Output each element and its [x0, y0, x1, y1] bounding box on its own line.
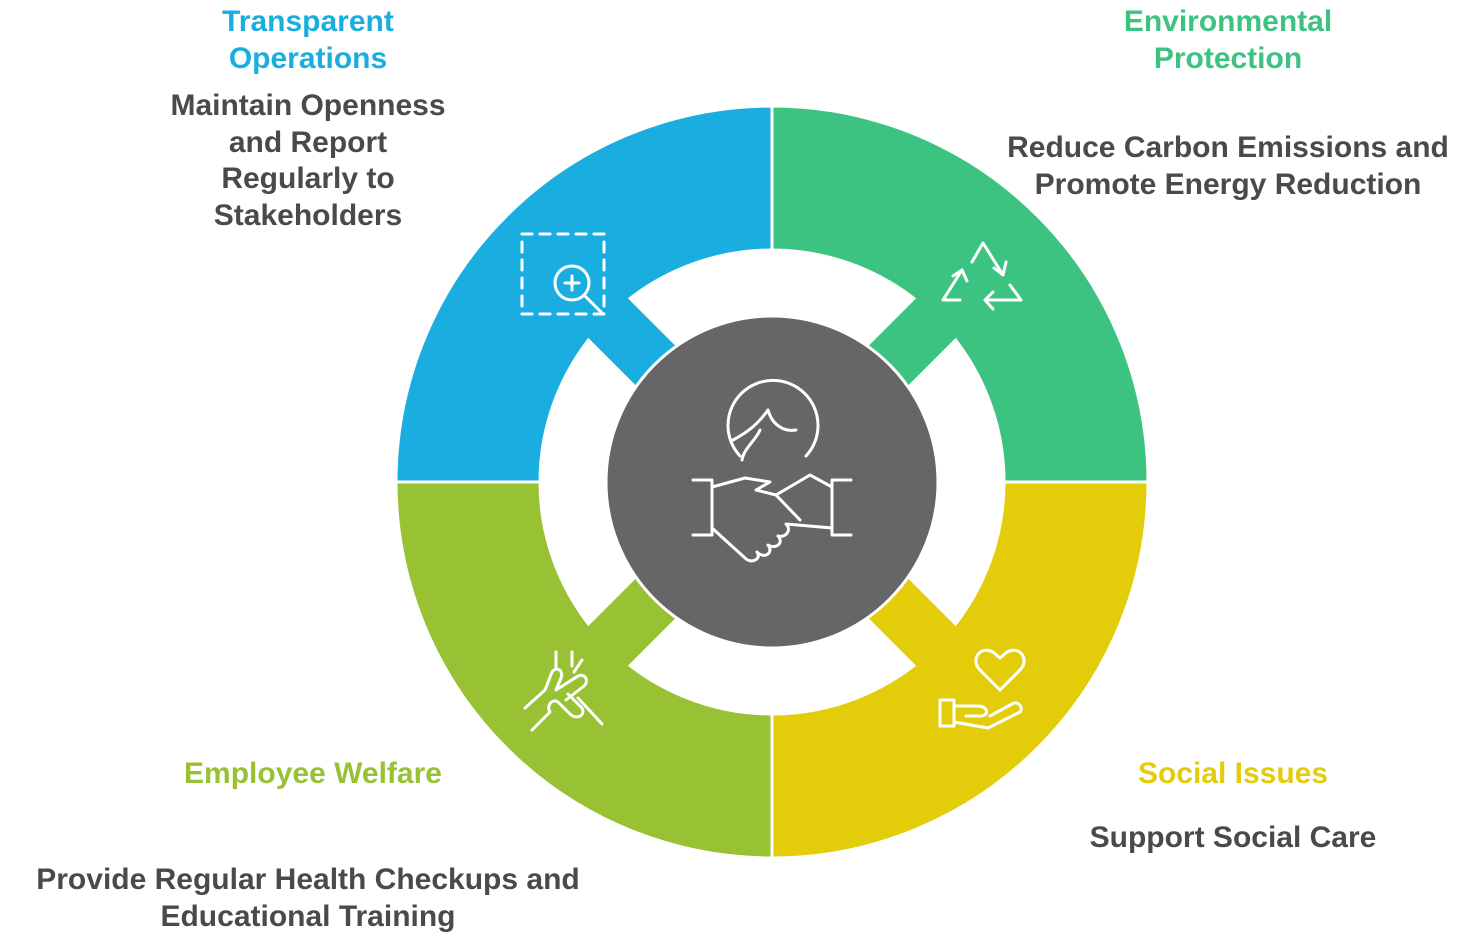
helping-hands-icon	[523, 650, 604, 732]
globe-handshake-icon	[691, 378, 853, 563]
employee-welfare-description: Provide Regular Health Checkups and Educ…	[36, 863, 580, 933]
transparent-operations-description: Maintain Openness and Report Regularly t…	[170, 89, 446, 232]
dashed-magnifier-plus-icon	[520, 232, 606, 316]
social-issues-title: Social Issues	[1137, 757, 1329, 790]
environmental-protection-title: Environmental Protection	[1123, 5, 1333, 75]
environmental-segment	[770, 104, 1150, 484]
hand-heart-icon	[938, 648, 1026, 730]
social-segment	[770, 480, 1150, 860]
ring-segments	[394, 104, 1150, 860]
center-hub	[604, 314, 940, 650]
recycle-icon	[941, 241, 1023, 311]
transparent-operations-title: Transparent Operations	[222, 5, 394, 75]
employee-segment	[394, 480, 774, 860]
environmental-protection-description: Reduce Carbon Emissions and Promote Ener…	[1007, 131, 1449, 201]
social-issues-description: Support Social Care	[1089, 821, 1377, 854]
employee-welfare-title: Employee Welfare	[184, 757, 442, 790]
